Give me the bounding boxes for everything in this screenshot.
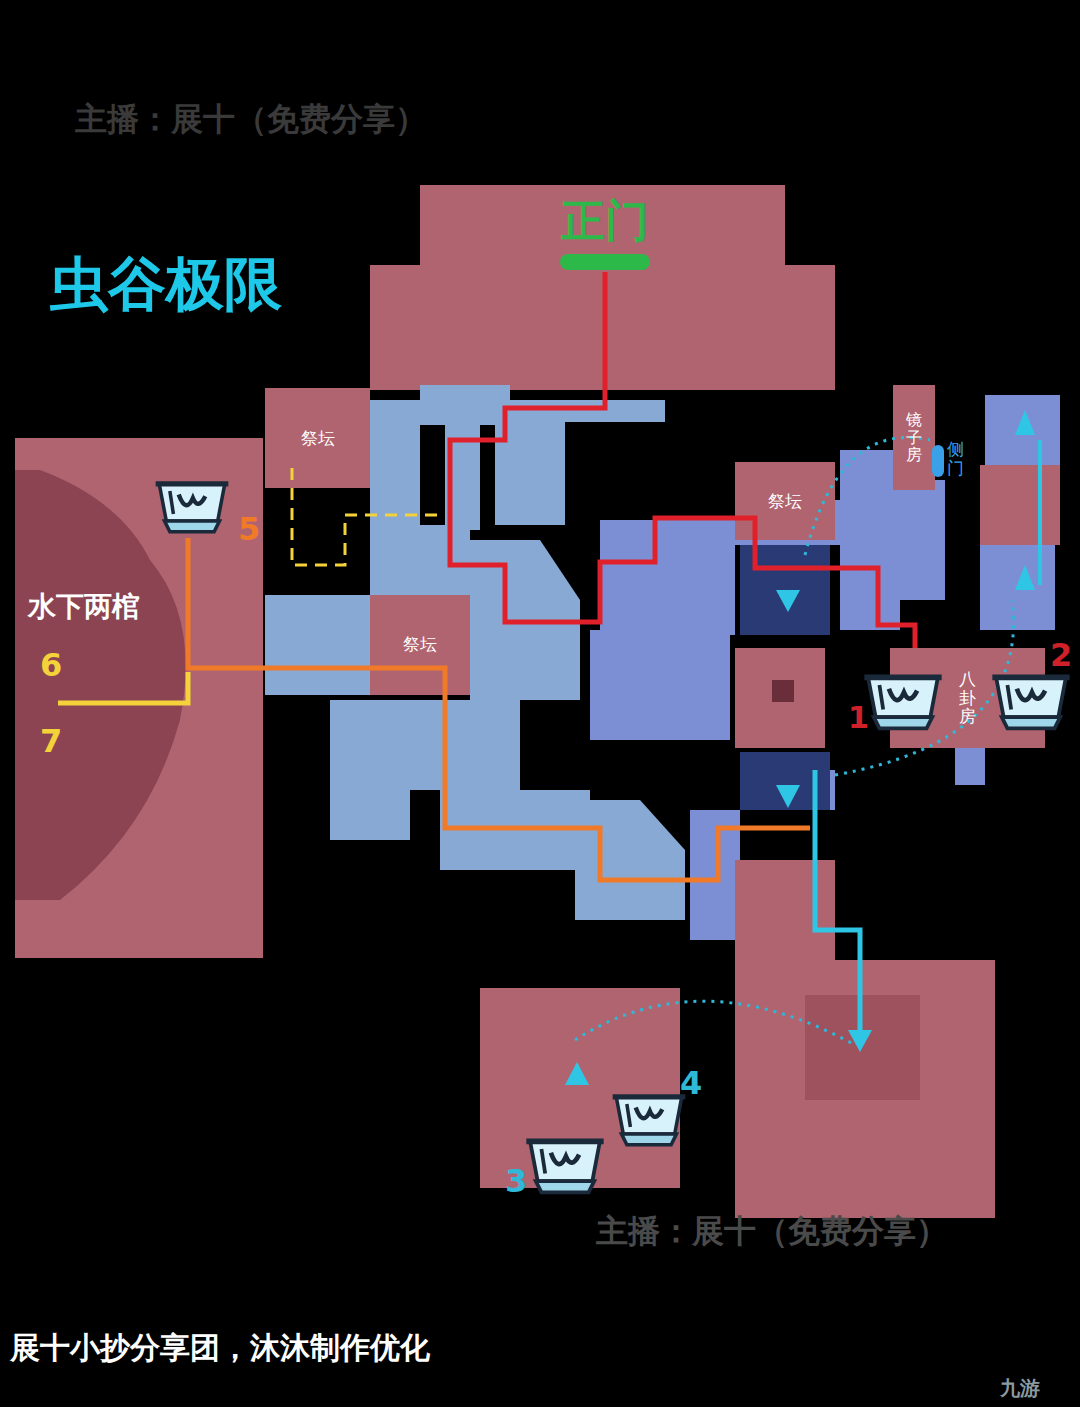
map-label: 2 — [1050, 636, 1072, 674]
room-box: 祭坛 — [735, 462, 835, 540]
room-box: 祭坛 — [265, 388, 370, 488]
room-box: 祭坛 — [370, 595, 470, 695]
map-label: 主播：展十（免费分享） — [75, 98, 427, 142]
room-box: 正门 — [550, 192, 660, 272]
map-label: 九游 — [1000, 1375, 1040, 1402]
room-box: 水下两棺 — [15, 438, 263, 958]
map-label: 侧门 — [947, 440, 964, 477]
room-name: 祭坛 — [403, 633, 437, 656]
map-label: 5 — [238, 510, 260, 548]
map-label: 7 — [40, 722, 62, 760]
room-box: 镜子房 — [893, 385, 935, 490]
map-label: 4 — [680, 1064, 702, 1102]
room-name: 八卦房 — [959, 670, 976, 726]
map-title: 虫谷极限 — [50, 246, 282, 324]
map-caption: 展十小抄分享团，沐沐制作优化 — [10, 1328, 430, 1369]
route-line — [450, 272, 915, 648]
map-label: 1 — [848, 700, 869, 735]
room-name: 祭坛 — [768, 490, 802, 513]
map-label: 6 — [40, 646, 62, 684]
room-name: 水下两棺 — [28, 588, 140, 626]
room-name: 镜子房 — [906, 411, 922, 464]
map-label: 3 — [505, 1162, 527, 1200]
room-name: 祭坛 — [301, 427, 335, 450]
room-box: 八卦房 — [890, 648, 1045, 748]
room-name: 正门 — [561, 192, 649, 251]
map-label: 主播：展十（免费分享） — [596, 1210, 948, 1254]
gate-marker — [560, 254, 650, 270]
